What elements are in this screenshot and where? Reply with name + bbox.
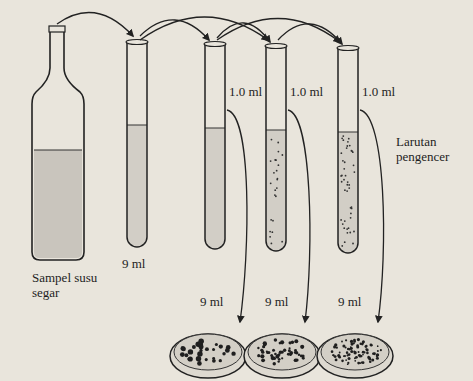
- volume-label: 9 ml: [338, 294, 374, 309]
- volume-label: 1.0 ml: [229, 84, 273, 99]
- volume-label: 9 ml: [122, 256, 162, 271]
- volume-label: 1.0 ml: [290, 84, 334, 99]
- diluent-label: Larutan pengencer: [396, 134, 466, 164]
- transfer-arrows: [57, 12, 342, 44]
- milk-bottle: [32, 26, 84, 260]
- volume-label: 9 ml: [265, 294, 301, 309]
- volume-label: 1.0 ml: [362, 84, 406, 99]
- sample-label: Sampel susu segar: [32, 270, 104, 300]
- volume-label: 9 ml: [200, 294, 236, 309]
- plating-arrows: [227, 110, 384, 322]
- petri-dishes: [170, 334, 393, 378]
